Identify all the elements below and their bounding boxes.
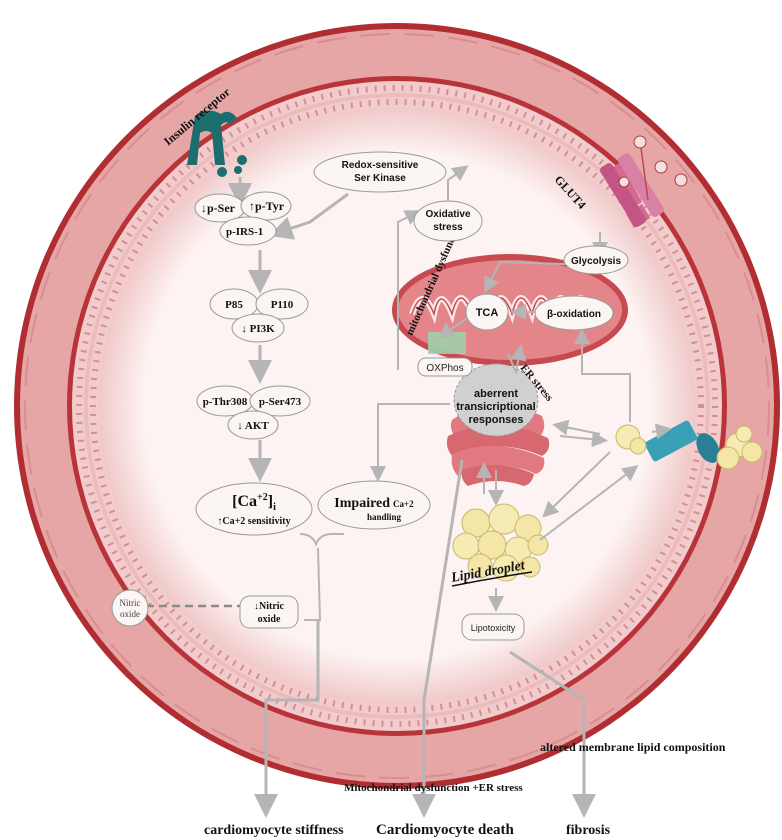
nitric-oxide-ext-2: oxide bbox=[120, 609, 140, 619]
oxphos-label: OXPhos bbox=[426, 363, 463, 374]
fibrosis-label: fibrosis bbox=[566, 823, 611, 838]
aberrant-label-2: transicriptional bbox=[456, 401, 535, 413]
pi3k-label: ↓ PI3K bbox=[241, 323, 275, 335]
impaired-main: Impaired bbox=[334, 496, 390, 511]
glycolysis-label: Glycolysis bbox=[571, 256, 621, 267]
tca-label: TCA bbox=[476, 307, 499, 319]
insulin-receptor-icon bbox=[187, 110, 247, 177]
fatty-acid-transporter-icon bbox=[644, 420, 763, 470]
p-thr308-label: p-Thr308 bbox=[203, 396, 248, 408]
redox-label-1: Redox-sensitive bbox=[342, 160, 419, 171]
handling-label: handling bbox=[367, 512, 402, 522]
beta-oxidation-label: β-oxidation bbox=[547, 309, 601, 320]
p-ser473-label: p-Ser473 bbox=[259, 396, 302, 408]
oxidative-label-1: Oxidative bbox=[425, 209, 470, 220]
akt-label: ↓ AKT bbox=[237, 420, 269, 432]
ca-sub: i bbox=[273, 502, 276, 513]
signal-bubbles bbox=[111, 151, 629, 641]
aberrant-label-1: aberrent bbox=[474, 388, 518, 400]
nitric-oxide-ext-1: Nitric bbox=[120, 598, 141, 608]
glut4-transporter-icon bbox=[600, 135, 688, 228]
mito-er-label: Mitochondrial dysfunction +ER stress bbox=[344, 782, 523, 794]
calcium-label: [Ca+2]i bbox=[232, 492, 276, 513]
p85-label: P85 bbox=[225, 299, 243, 311]
cell-wall bbox=[14, 23, 780, 789]
altered-membrane-label: altered membrane lipid composition bbox=[540, 740, 726, 754]
labels: ↓p-Ser ↑p-Tyr p-IRS-1 Redox-sensitive Se… bbox=[120, 160, 726, 838]
lipid-droplet-icon bbox=[452, 503, 549, 582]
aberrant-label-3: responses bbox=[468, 414, 523, 426]
ca-sensitivity-label: ↑Ca+2 sensitivity bbox=[217, 516, 290, 527]
endoplasmic-reticulum-icon bbox=[446, 363, 550, 486]
ca-close: ] bbox=[268, 493, 273, 510]
nitric-oxide-int-1: ↓Nitric bbox=[254, 601, 285, 612]
lipotoxicity-label: Lipotoxicity bbox=[471, 623, 516, 633]
lipid-droplet-underline bbox=[451, 571, 533, 587]
oxidative-label-2: stress bbox=[433, 222, 463, 233]
impaired-ca: Ca+2 bbox=[393, 499, 414, 509]
stiffness-label: cardiomyocyte stiffness bbox=[204, 823, 344, 838]
p-tyr-label: ↑p-Tyr bbox=[249, 199, 285, 213]
death-label: Cardiomyocyte death bbox=[376, 822, 515, 838]
ca-sup: +2 bbox=[257, 492, 268, 503]
ca-main: [Ca bbox=[232, 493, 257, 510]
nitric-oxide-int-2: oxide bbox=[258, 614, 281, 625]
pathway-arrows bbox=[146, 165, 672, 818]
p-irs1-label: p-IRS-1 bbox=[226, 226, 263, 238]
p110-label: P110 bbox=[271, 299, 294, 311]
p-ser-label: ↓p-Ser bbox=[201, 201, 236, 215]
redox-label-2: Ser Kinase bbox=[354, 173, 406, 184]
fatty-acid-icon bbox=[615, 424, 647, 455]
